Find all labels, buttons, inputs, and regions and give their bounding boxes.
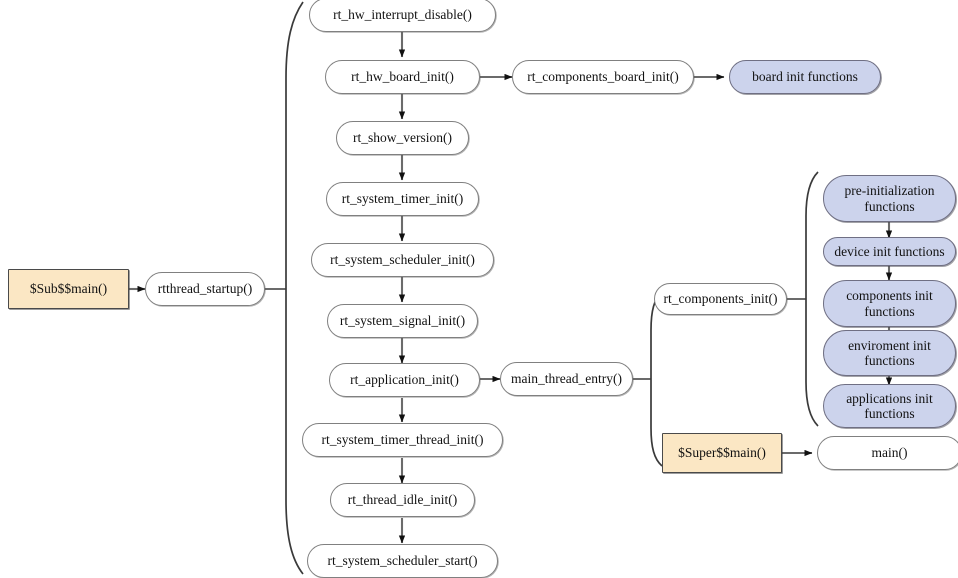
node-rt-system-timer-thread-init[interactable]: rt_system_timer_thread_init(): [302, 423, 503, 457]
node-rt-system-timer-init-label: rt_system_timer_init(): [341, 191, 464, 207]
node-pre-initialization-functions-label: pre-initialization functions: [844, 183, 935, 214]
node-rt-show-version[interactable]: rt_show_version(): [336, 121, 469, 155]
node-board-init-functions-label: board init functions: [752, 69, 858, 85]
node-rt-hw-board-init-label: rt_hw_board_init(): [351, 69, 454, 85]
node-main-thread-entry[interactable]: main_thread_entry(): [500, 362, 633, 396]
node-rt-system-scheduler-init-label: rt_system_scheduler_init(): [330, 252, 475, 268]
node-rt-application-init-label: rt_application_init(): [350, 372, 459, 388]
node-rt-show-version-label: rt_show_version(): [353, 130, 452, 146]
node-rtthread-startup-label: rtthread_startup(): [157, 281, 253, 297]
node-rt-components-init[interactable]: rt_components_init(): [654, 283, 787, 315]
node-rt-components-board-init[interactable]: rt_components_board_init(): [512, 60, 694, 94]
brace-components-init: [805, 171, 819, 427]
node-rt-components-board-init-label: rt_components_board_init(): [527, 69, 679, 85]
node-components-init-functions-label: components init functions: [846, 288, 933, 319]
brace-startup: [285, 1, 304, 575]
node-applications-init-functions-label: applications init functions: [846, 390, 933, 421]
node-enviroment-init-functions[interactable]: enviroment init functions: [823, 330, 956, 376]
brace-main-thread-entry: [650, 291, 663, 467]
node-rt-system-timer-init[interactable]: rt_system_timer_init(): [326, 182, 479, 216]
node-rt-system-scheduler-init[interactable]: rt_system_scheduler_init(): [311, 243, 494, 277]
node-components-init-functions[interactable]: components init functions: [823, 280, 956, 327]
node-rt-application-init[interactable]: rt_application_init(): [329, 363, 480, 397]
node-device-init-functions-label: device init functions: [834, 243, 945, 259]
node-main-thread-entry-label: main_thread_entry(): [511, 371, 622, 387]
node-rt-system-scheduler-start[interactable]: rt_system_scheduler_start(): [307, 544, 498, 578]
node-rt-hw-interrupt-disable-label: rt_hw_interrupt_disable(): [333, 7, 472, 23]
node-rt-thread-idle-init-label: rt_thread_idle_init(): [347, 492, 458, 508]
node-rt-hw-board-init[interactable]: rt_hw_board_init(): [325, 60, 480, 94]
node-rt-thread-idle-init[interactable]: rt_thread_idle_init(): [330, 483, 475, 517]
node-applications-init-functions[interactable]: applications init functions: [823, 384, 956, 428]
node-rt-hw-interrupt-disable[interactable]: rt_hw_interrupt_disable(): [309, 0, 496, 32]
node-main-label: main(): [871, 445, 908, 461]
node-enviroment-init-functions-label: enviroment init functions: [848, 337, 931, 368]
node-rt-system-scheduler-start-label: rt_system_scheduler_start(): [327, 553, 478, 569]
node-sub-main[interactable]: $Sub$$main(): [8, 269, 129, 309]
node-rt-system-signal-init-label: rt_system_signal_init(): [339, 313, 466, 329]
node-sub-main-label: $Sub$$main(): [29, 281, 108, 297]
node-device-init-functions[interactable]: device init functions: [823, 237, 956, 266]
node-super-main-label: $Super$$main(): [678, 445, 766, 461]
node-board-init-functions[interactable]: board init functions: [729, 60, 881, 94]
node-rt-system-signal-init[interactable]: rt_system_signal_init(): [327, 304, 478, 338]
node-pre-initialization-functions[interactable]: pre-initialization functions: [823, 175, 956, 222]
node-rt-components-init-label: rt_components_init(): [663, 291, 778, 307]
node-rt-system-timer-thread-init-label: rt_system_timer_thread_init(): [321, 432, 484, 448]
node-rtthread-startup[interactable]: rtthread_startup(): [145, 272, 265, 306]
node-super-main[interactable]: $Super$$main(): [662, 433, 782, 473]
node-main[interactable]: main(): [817, 436, 958, 470]
